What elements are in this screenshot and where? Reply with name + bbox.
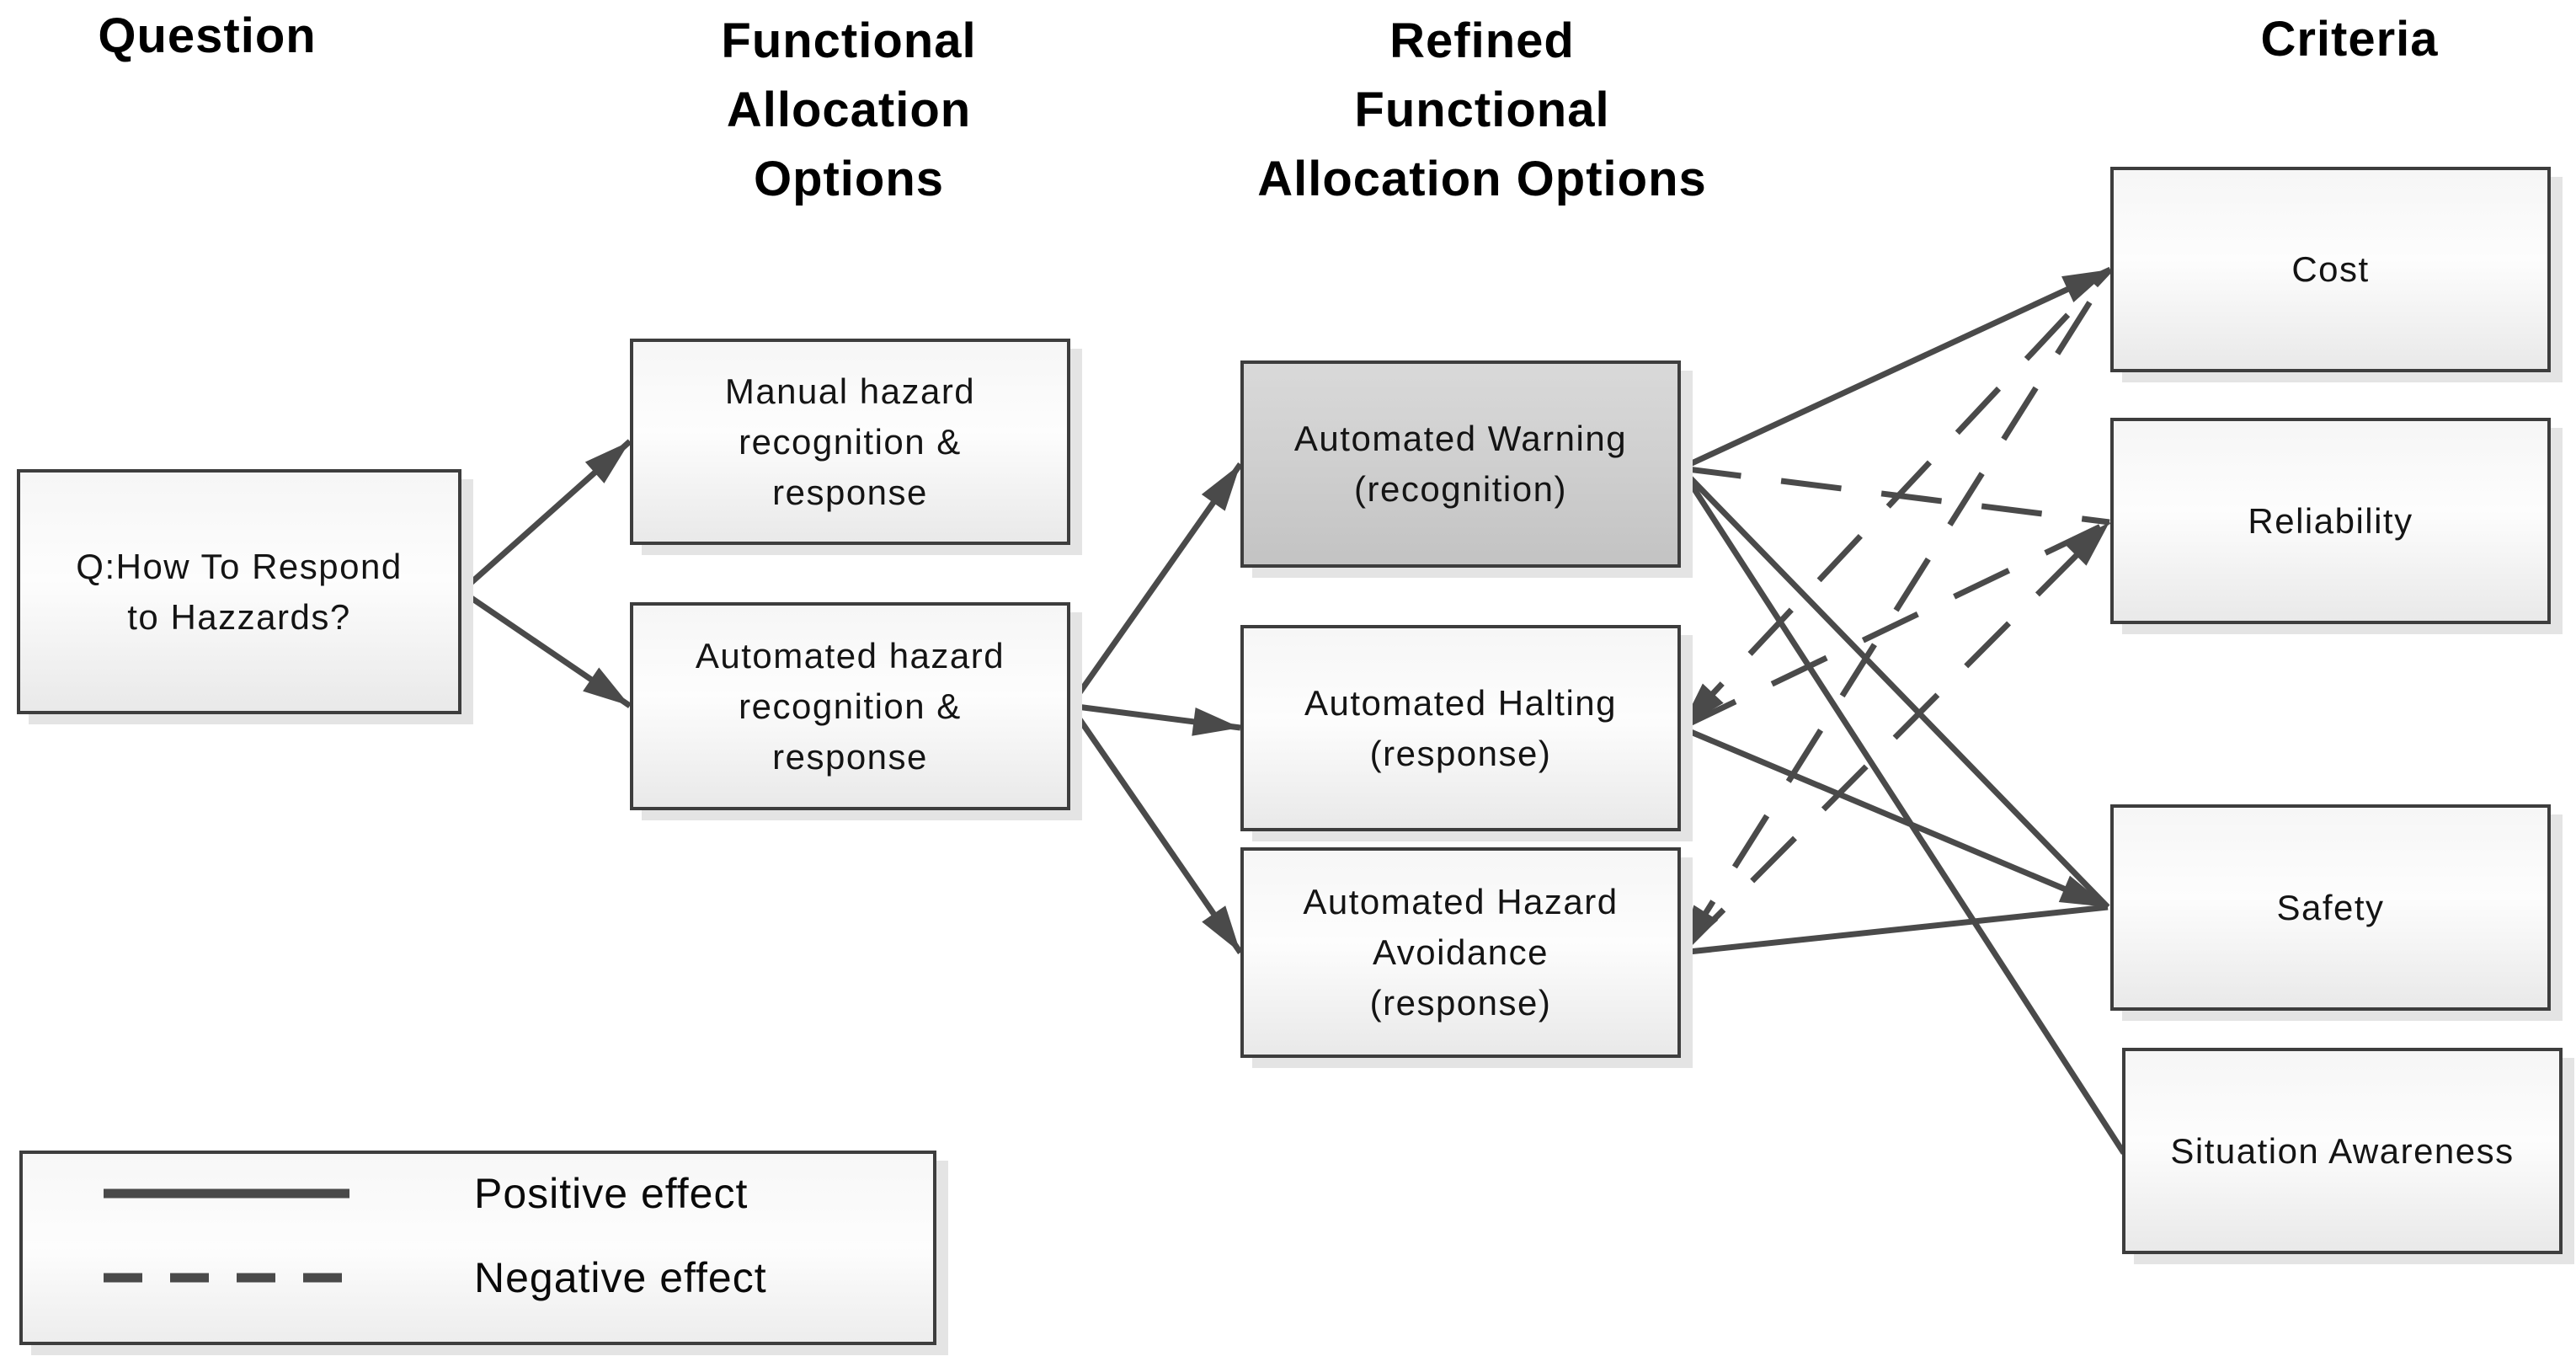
legend-item-negative: Negative effect <box>100 1250 767 1306</box>
column-header-functional-allocation-options: Functional Allocation Options <box>638 7 1059 214</box>
edge-question-manual <box>459 439 632 594</box>
edge-automated-warning <box>1068 462 1243 708</box>
header-text: Criteria <box>2260 12 2439 67</box>
edge-avoidance-safety-positive <box>1680 904 2109 956</box>
node-label: Cost <box>2291 249 2370 289</box>
arrowhead <box>1192 707 1240 736</box>
header-line: Allocation Options <box>1257 152 1707 206</box>
node-label: Automated Warning (recognition) <box>1293 419 1628 509</box>
node-question: Q:How To Respond to Hazzards? <box>17 469 461 714</box>
node-label: Situation Awareness <box>2170 1130 2515 1171</box>
node-automated-halting: Automated Halting (response) <box>1240 625 1681 831</box>
edge-automated-avoidance <box>1068 704 1243 954</box>
arrowhead <box>584 441 630 483</box>
column-header-refined-functional-allocation-options: Refined Functional Allocation Options <box>1204 7 1760 214</box>
header-line: Functional <box>721 13 977 68</box>
node-label: Reliability <box>2248 500 2413 541</box>
column-header-question: Question <box>30 2 384 71</box>
arrowhead <box>2061 270 2110 302</box>
header-line: Allocation <box>726 83 972 137</box>
arrowhead <box>2066 522 2109 566</box>
node-label: Automated Hazard Avoidance (response) <box>1303 882 1619 1023</box>
arrowhead <box>1202 905 1240 953</box>
node-label: Q:How To Respond to Hazzards? <box>76 546 403 637</box>
node-label: Automated hazard recognition & response <box>695 635 1005 777</box>
legend-solid-line-sample <box>104 1188 349 1199</box>
legend-dashed-line-sample <box>104 1273 349 1283</box>
column-header-criteria: Criteria <box>2139 5 2560 74</box>
edge-automated-halting <box>1069 702 1241 736</box>
arrowhead <box>1201 464 1240 511</box>
legend-label: Positive effect <box>474 1170 749 1217</box>
node-label: Safety <box>2276 887 2385 927</box>
edge-halting-safety-positive <box>1679 724 2109 910</box>
header-line: Functional <box>1354 83 1610 137</box>
edge-warning-cost-positive <box>1679 266 2112 472</box>
node-cost: Cost <box>2110 167 2551 372</box>
node-label: Manual hazard recognition & response <box>724 371 976 512</box>
edge-avoidance-reliability-negative <box>1678 520 2112 955</box>
node-label: Automated Halting (response) <box>1304 682 1618 773</box>
legend-item-positive: Positive effect <box>100 1166 748 1221</box>
arrowhead <box>1681 683 1724 728</box>
node-safety: Safety <box>2110 804 2551 1011</box>
edge-halting-reliability-negative <box>1679 519 2111 731</box>
node-reliability: Reliability <box>2110 418 2551 624</box>
arrowhead <box>2058 875 2108 907</box>
edge-question-automated <box>460 589 632 708</box>
legend-label: Negative effect <box>474 1254 767 1301</box>
node-manual-hazard: Manual hazard recognition & response <box>630 339 1070 545</box>
edge-warning-situation_awareness-positive <box>1678 467 2126 1155</box>
node-automated-hazard-avoidance: Automated Hazard Avoidance (response) <box>1240 847 1681 1058</box>
arrowhead <box>583 667 630 706</box>
header-line: Refined <box>1389 13 1575 68</box>
node-situation-awareness: Situation Awareness <box>2122 1048 2563 1254</box>
header-line: Options <box>753 152 945 206</box>
node-automated-warning: Automated Warning (recognition) <box>1240 360 1681 568</box>
edge-halting-cost-negative <box>1678 267 2113 730</box>
node-automated-hazard: Automated hazard recognition & response <box>630 602 1070 810</box>
edge-warning-safety-positive <box>1678 466 2110 910</box>
header-text: Question <box>98 8 317 63</box>
